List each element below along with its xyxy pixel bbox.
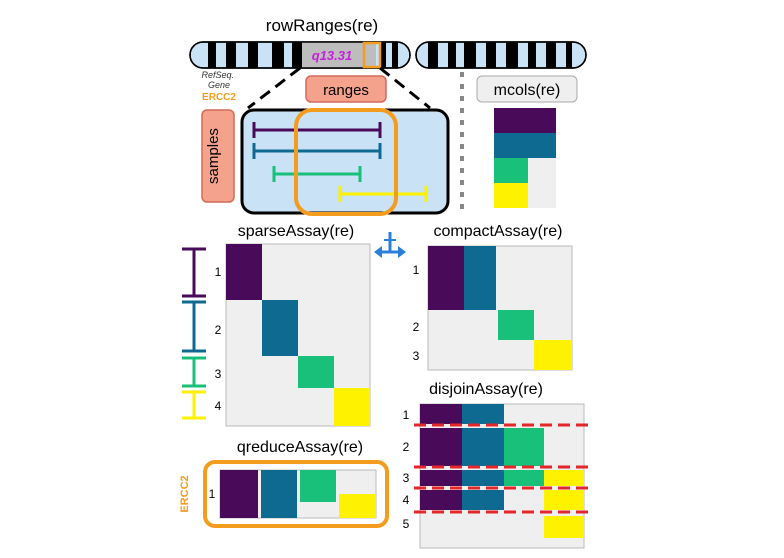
range-bar-4	[338, 186, 428, 202]
disjoin-cell	[420, 470, 462, 486]
sparse-range-marker-1	[182, 247, 206, 298]
row-ranges-title: rowRanges(re)	[266, 16, 378, 35]
disjoin-row-number: 5	[403, 517, 410, 531]
sparse-cell	[298, 356, 334, 388]
disjoin-cell	[420, 404, 462, 424]
chromosome-ideogram	[189, 41, 587, 69]
compact-cell	[498, 310, 534, 340]
sparse-assay-matrix	[225, 243, 371, 427]
gene-track-label: RefSeq. Gene	[201, 70, 236, 90]
disjoin-row-number: 3	[403, 471, 410, 485]
compact-assay-title: compactAssay(re)	[434, 223, 563, 240]
range-bar-3	[272, 166, 362, 182]
gene-track-label-line: RefSeq.	[201, 70, 234, 80]
ranges-label: ranges	[323, 82, 369, 99]
qreduce-side-label: ERCC2	[179, 475, 191, 512]
qreduce-cell	[339, 494, 376, 518]
mcols-cell	[494, 158, 528, 183]
range-bar-2	[252, 143, 382, 159]
range-bar-1	[252, 122, 382, 138]
zoom-line-right	[379, 66, 431, 110]
disjoin-cell	[420, 428, 462, 466]
compact-row-number: 1	[413, 263, 420, 277]
disjoin-row-number: 1	[403, 408, 410, 422]
disjoin-row-number: 2	[403, 440, 410, 454]
disjoin-cell	[504, 428, 544, 466]
disjoin-cell	[544, 470, 584, 486]
qreduce-row-number: 1	[209, 487, 216, 501]
sparse-row-number: 3	[215, 367, 222, 381]
disjoin-cell	[504, 470, 544, 486]
sparse-range-marker-3	[182, 356, 206, 388]
mcols-matrix	[494, 108, 556, 208]
sparse-cell	[334, 388, 370, 426]
disjoin-cell	[462, 404, 504, 424]
compact-cell	[534, 340, 572, 370]
sparse-cell	[226, 244, 262, 300]
disjoin-assay-matrix	[419, 403, 585, 549]
transform-arrows-icon	[374, 232, 406, 258]
disjoin-cell	[420, 490, 462, 510]
sparse-assay-title: sparseAssay(re)	[238, 223, 354, 240]
disjoin-separators	[414, 423, 590, 514]
disjoin-row-number: 4	[403, 493, 410, 507]
qreduce-assay-title: qreduceAssay(re)	[237, 439, 363, 456]
sparse-range-marker-4	[182, 390, 206, 420]
compact-row-number: 2	[413, 320, 420, 334]
sparse-row-number: 1	[215, 265, 222, 279]
compact-cell	[464, 246, 496, 310]
qreduce-cell	[300, 470, 336, 502]
disjoin-assay-title: disjoinAssay(re)	[429, 381, 543, 398]
disjoin-cell	[462, 428, 504, 466]
samples-label: samples	[205, 128, 222, 184]
mcols-cell	[494, 108, 556, 133]
ranges-label-box	[305, 75, 387, 103]
mcols-label-box	[476, 75, 578, 103]
compact-row-number: 3	[413, 349, 420, 363]
disjoin-cell	[462, 490, 504, 510]
mcols-cell	[494, 183, 528, 208]
sparse-row-number: 4	[215, 399, 222, 413]
qreduce-cell	[261, 470, 297, 518]
compact-cell	[428, 246, 464, 310]
band-label: q13.31	[312, 48, 352, 63]
range-panel	[240, 108, 450, 215]
disjoin-cell	[544, 516, 584, 538]
disjoin-cell	[544, 490, 584, 510]
samples-label-box	[201, 109, 235, 203]
sparse-row-number: 2	[215, 323, 222, 337]
qreduce-cell	[220, 470, 258, 518]
sparse-range-marker-2	[182, 300, 206, 353]
disjoin-cell	[462, 470, 504, 486]
gene-region-highlight	[294, 108, 398, 216]
gene-name-label: ERCC2	[202, 92, 236, 103]
compact-assay-matrix	[427, 245, 573, 371]
zoom-line-left	[247, 66, 301, 110]
mcols-title: mcols(re)	[494, 82, 561, 99]
gene-track-label-line: Gene	[208, 80, 230, 90]
qreduce-assay-matrix	[219, 469, 377, 519]
sparse-cell	[262, 300, 298, 356]
mcols-cell	[494, 133, 556, 158]
